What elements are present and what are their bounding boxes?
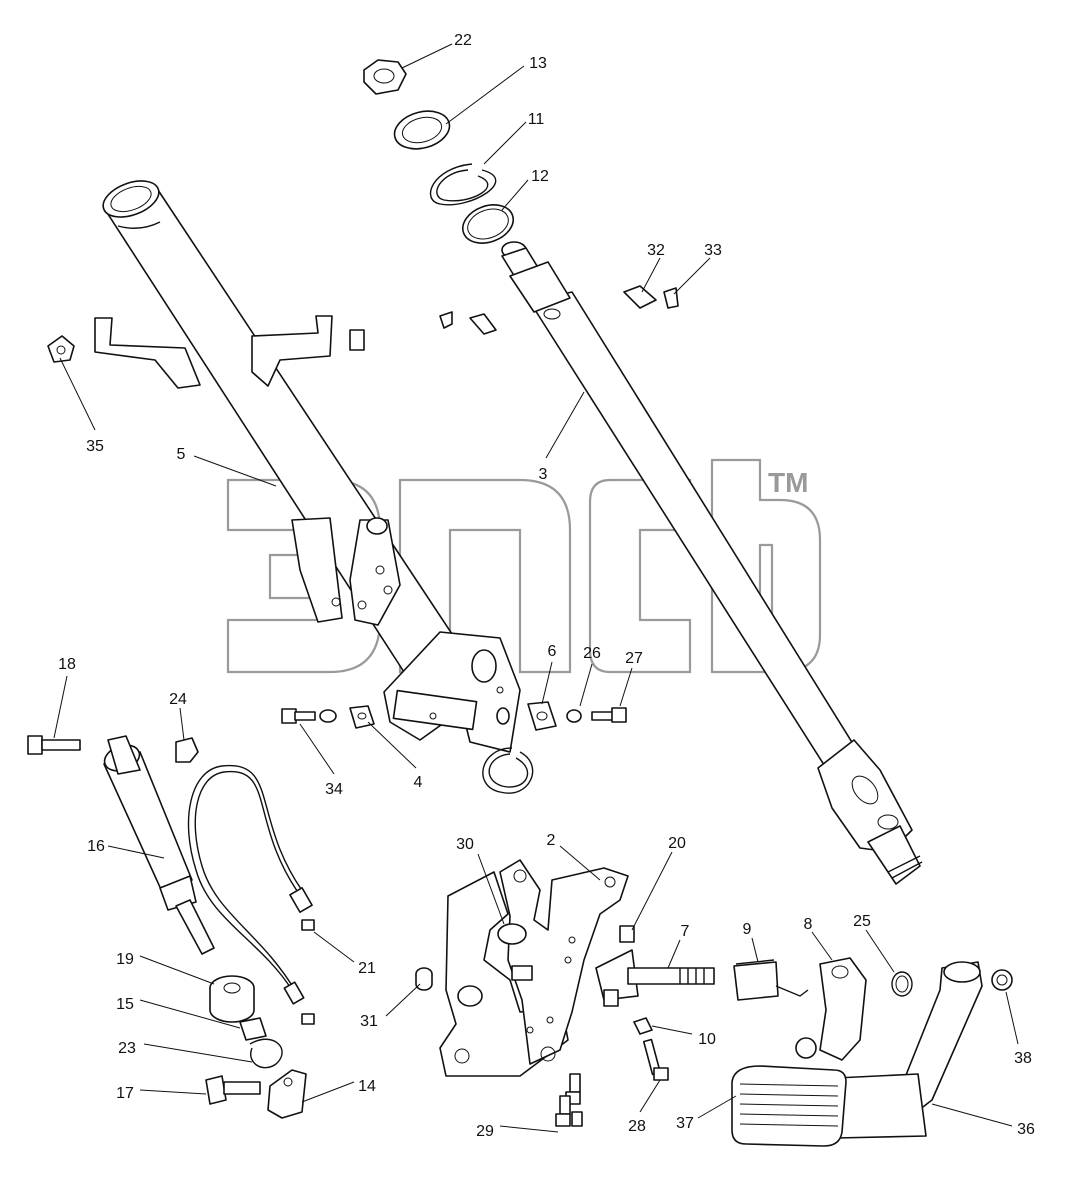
callout-8: 8 (804, 916, 813, 933)
callout-35: 35 (86, 438, 104, 455)
callout-37: 37 (676, 1115, 694, 1132)
pedal-shaft-7 (595, 949, 715, 1007)
callout-3: 3 (539, 466, 548, 483)
callout-32: 32 (647, 242, 665, 259)
callout-18: 18 (58, 656, 76, 673)
callout-15: 15 (116, 996, 134, 1013)
callout-2: 2 (547, 832, 556, 849)
callout-13: 13 (529, 55, 547, 72)
outer-column-tube (94, 180, 521, 753)
pedal-bracket-2-30 (439, 859, 629, 1077)
callout-12: 12 (531, 168, 549, 185)
spring-9 (733, 959, 809, 1001)
callout-29: 29 (476, 1123, 494, 1140)
callout-24: 24 (169, 691, 187, 708)
bracket-14 (267, 1069, 307, 1119)
hex-nut-22 (363, 59, 407, 95)
callout-5: 5 (177, 446, 186, 463)
gas-strut-16 (103, 735, 215, 955)
nut-20 (619, 925, 635, 943)
callout-14: 14 (358, 1078, 376, 1095)
snap-ring-11 (429, 163, 497, 206)
washer-13 (393, 110, 451, 150)
callout-27: 27 (625, 650, 643, 667)
callout-26: 26 (583, 645, 601, 662)
watermark-glyph-p (398, 478, 572, 674)
callout-11: 11 (528, 111, 545, 128)
hardware-34-4 (281, 705, 375, 729)
nut-38 (991, 969, 1013, 991)
callout-31: 31 (360, 1013, 378, 1030)
ring-12 (462, 204, 514, 244)
callout-9: 9 (743, 921, 752, 938)
callout-17: 17 (116, 1085, 134, 1102)
callout-6: 6 (548, 643, 557, 660)
callout-25: 25 (853, 913, 871, 930)
callout-36: 36 (1017, 1121, 1035, 1138)
callout-30: 30 (456, 836, 474, 853)
nut-10 (633, 1017, 653, 1035)
square-nut-35 (47, 335, 75, 363)
pedal-arm-8 (795, 957, 867, 1061)
snap-ring-lower (482, 747, 534, 794)
cable-21 (187, 764, 315, 1025)
callout-20: 20 (668, 835, 686, 852)
bolt-17 (205, 1075, 261, 1105)
callout-33: 33 (704, 242, 722, 259)
watermark-trademark: TM (768, 467, 808, 498)
callout-7: 7 (681, 923, 690, 940)
callout-28: 28 (628, 1118, 646, 1135)
ring-15-23 (239, 1017, 283, 1069)
callout-4: 4 (414, 774, 423, 791)
pedal-36 (835, 961, 983, 1139)
hardware-6-26-27 (527, 701, 627, 731)
callout-38: 38 (1014, 1050, 1032, 1067)
clip-pair (439, 285, 679, 335)
leader-lines (53, 43, 1019, 1133)
callout-21: 21 (358, 960, 376, 977)
bolt-28 (642, 1038, 669, 1081)
bolt-18 (27, 735, 81, 755)
bushing-31 (415, 967, 433, 991)
callout-10: 10 (698, 1031, 716, 1048)
pedal-37 (731, 1065, 847, 1147)
nut-24 (175, 737, 199, 763)
callout-23: 23 (118, 1040, 136, 1057)
callout-34: 34 (325, 781, 343, 798)
bolts-29 (555, 1073, 583, 1127)
callout-16: 16 (87, 838, 105, 855)
bushing-19 (209, 975, 255, 1023)
watermark-glyph-c (588, 478, 692, 674)
steering-shaft (501, 241, 923, 885)
callout-19: 19 (116, 951, 134, 968)
callout-22: 22 (454, 32, 472, 49)
clip-25 (891, 971, 913, 997)
